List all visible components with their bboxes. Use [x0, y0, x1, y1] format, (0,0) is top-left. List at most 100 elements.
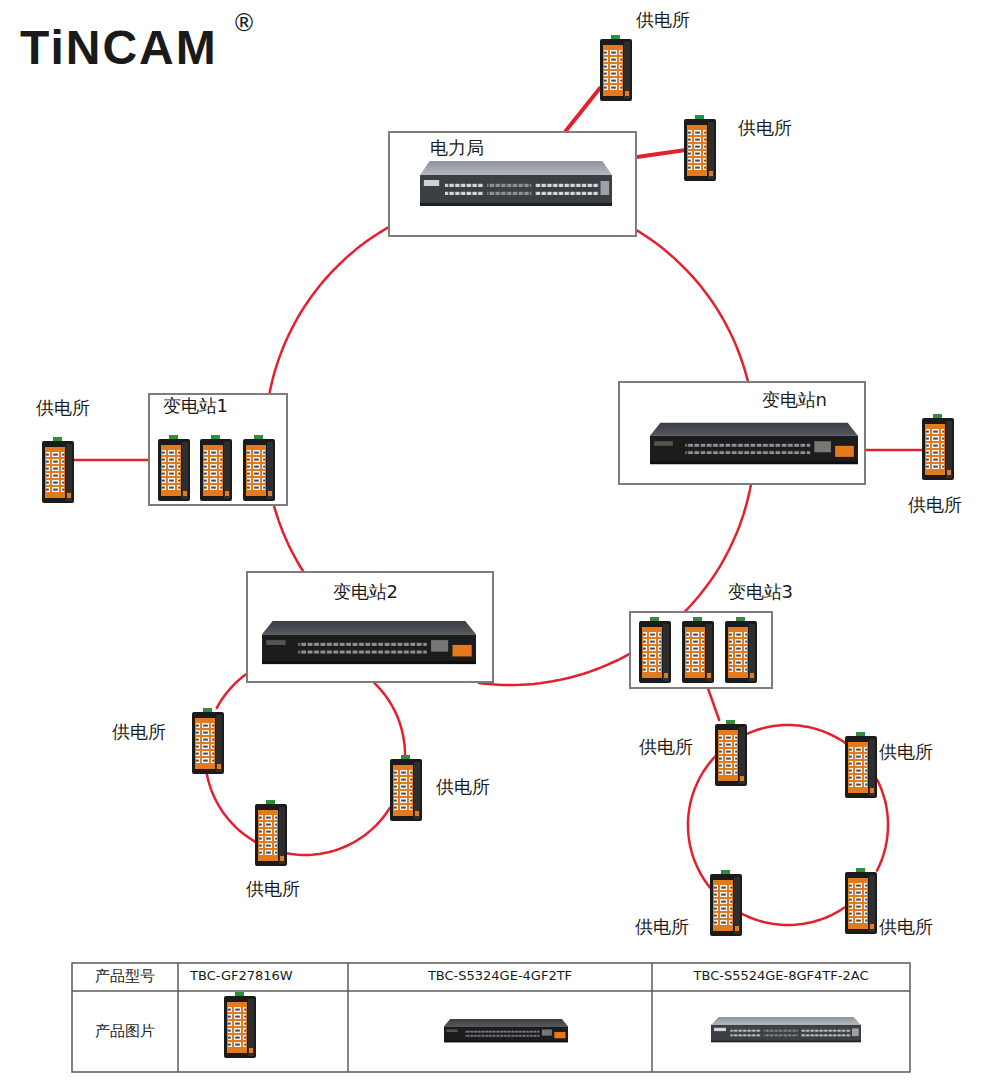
device-label: 供电所: [636, 9, 690, 31]
switch-graphic: [262, 621, 476, 664]
switch-icon: [600, 35, 632, 101]
network-link: [287, 808, 390, 855]
switch-icon: [845, 732, 877, 798]
device-label: 供电所: [639, 736, 693, 758]
device-node: 供电所: [922, 414, 954, 480]
table-cell: 产品图片: [72, 1023, 178, 1040]
product-image: [711, 1017, 861, 1042]
device-node: 供电所: [255, 800, 287, 866]
switch-graphic: [845, 732, 877, 798]
network-link: [274, 506, 303, 571]
switch-graphic: [682, 617, 714, 683]
network-link: [374, 683, 405, 755]
device-label: 供电所: [246, 878, 300, 900]
switch-icon: [922, 414, 954, 480]
switch-graphic: [684, 115, 716, 181]
device-node: 供电所: [390, 755, 422, 821]
switch-icon: [845, 868, 877, 934]
device-label: 供电所: [112, 721, 166, 743]
device-label: 供电所: [738, 117, 792, 139]
station-box: 变电站2: [246, 571, 494, 683]
switch-graphic: [715, 720, 747, 786]
network-link: [637, 231, 748, 382]
switch-graphic: [725, 617, 757, 683]
table-cell: TBC-S5524GE-8GF4TF-2AC: [652, 969, 910, 983]
device-node: 供电所: [684, 115, 716, 181]
registered-mark: ®: [232, 10, 256, 36]
switch-graphic: [922, 414, 954, 480]
network-link: [688, 757, 715, 888]
switch-graphic: [600, 35, 632, 101]
switch-icon: [725, 617, 757, 683]
switch-icon: [200, 435, 232, 501]
switch-icon: [243, 435, 275, 501]
product-image: [444, 1019, 568, 1042]
switch-graphic: [42, 437, 74, 503]
brand-logo: TiNCAM: [20, 22, 218, 75]
switch-graphic: [192, 708, 224, 774]
table-cell: TBC-GF27816W: [190, 969, 293, 983]
switch-icon: [639, 617, 671, 683]
station-box: 电力局: [388, 131, 637, 237]
device-node: 供电所: [715, 720, 747, 786]
network-link: [747, 725, 845, 743]
device-node: 供电所: [710, 870, 742, 936]
switch-icon: [192, 708, 224, 774]
network-link: [270, 228, 388, 394]
switch-graphic: [200, 435, 232, 501]
switch-icon: [255, 800, 287, 866]
switch-graphic: [845, 868, 877, 934]
network-link: [866, 449, 922, 452]
device-node: 供电所: [845, 868, 877, 934]
network-link: [207, 774, 255, 842]
device-node: 供电所: [600, 35, 632, 101]
device-label: 供电所: [879, 741, 933, 763]
device-node: 供电所: [845, 732, 877, 798]
station-box: 变电站n: [618, 381, 866, 485]
station-title: 变电站2: [333, 581, 398, 603]
switch-graphic: [158, 435, 190, 501]
station-title: 电力局: [430, 137, 484, 159]
switch-icon: [715, 720, 747, 786]
switch-graphic: [420, 161, 612, 206]
network-link: [479, 654, 629, 685]
table-cell: 产品型号: [72, 968, 178, 985]
station-title: 变电站n: [762, 389, 827, 411]
network-link: [637, 150, 684, 157]
station-title: 变电站3: [728, 581, 793, 603]
network-link: [708, 689, 719, 720]
network-link: [74, 459, 148, 462]
station-title: 变电站1: [163, 395, 228, 417]
product-table: [72, 963, 910, 1072]
network-link: [877, 779, 888, 870]
table-cell: TBC-S5324GE-4GF2TF: [348, 969, 652, 983]
switch-graphic: [390, 755, 422, 821]
station-box: 变电站1: [148, 393, 288, 506]
device-node: 供电所: [192, 708, 224, 774]
rack-switch: [650, 421, 858, 467]
switch-graphic: [255, 800, 287, 866]
network-link: [566, 88, 600, 131]
switch-icon: [682, 617, 714, 683]
switch-icon: [42, 437, 74, 503]
product-image: [224, 992, 256, 1058]
device-node: 供电所: [42, 437, 74, 503]
network-link: [742, 907, 845, 925]
switch-icon: [390, 755, 422, 821]
device-label: 供电所: [436, 776, 490, 798]
switch-graphic: [639, 617, 671, 683]
device-label: 供电所: [908, 494, 962, 516]
switch-icon: [710, 870, 742, 936]
network-link: [217, 674, 246, 708]
device-label: 供电所: [635, 916, 689, 938]
device-label: 供电所: [36, 397, 90, 419]
rack-switch: [262, 619, 476, 667]
switch-graphic: [650, 423, 858, 464]
switch-graphic: [243, 435, 275, 501]
rack-switch: [420, 159, 612, 209]
switch-graphic: [710, 870, 742, 936]
switch-icon: [684, 115, 716, 181]
switch-icon: [158, 435, 190, 501]
device-label: 供电所: [879, 916, 933, 938]
